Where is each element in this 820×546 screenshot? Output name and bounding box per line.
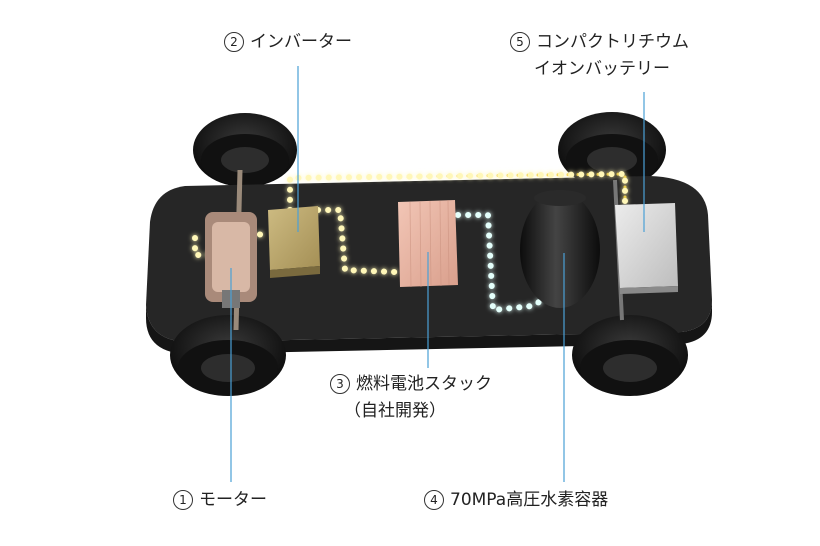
motor-label: モーター <box>199 490 267 510</box>
fuel-cell-stack-unit <box>398 199 458 288</box>
electric-dots <box>192 170 628 275</box>
fuel-cell-stack-sub-label: （自社開発） <box>344 401 446 421</box>
motor-unit <box>205 212 257 308</box>
tire-front-left <box>170 315 286 396</box>
tire-rear-left <box>193 113 297 187</box>
number-badge: 1 <box>173 490 193 510</box>
tire-front-right <box>572 315 688 396</box>
number-badge: 2 <box>224 32 244 52</box>
hydrogen-tank-unit <box>520 190 600 308</box>
battery-sub-label: イオンバッテリー <box>534 59 670 79</box>
battery-label: コンパクトリチウム <box>536 32 689 52</box>
inverter-label: インバーター <box>250 32 352 52</box>
battery-unit <box>615 203 678 294</box>
label-inverter: 2 インバーター <box>224 30 352 54</box>
hydrogen-tank-label: 70MPa高圧水素容器 <box>450 490 609 510</box>
label-fuel-cell-stack: 3 燃料電池スタック <box>330 372 492 396</box>
fuel-cell-stack-label: 燃料電池スタック <box>356 374 492 394</box>
label-battery: 5 コンパクトリチウム <box>510 30 689 54</box>
number-badge: 3 <box>330 374 350 394</box>
label-motor: 1 モーター <box>173 488 267 512</box>
number-badge: 4 <box>424 490 444 510</box>
label-hydrogen-tank: 4 70MPa高圧水素容器 <box>424 488 608 512</box>
leader-lines <box>230 66 645 482</box>
inverter-unit <box>268 206 320 278</box>
number-badge: 5 <box>510 32 530 52</box>
